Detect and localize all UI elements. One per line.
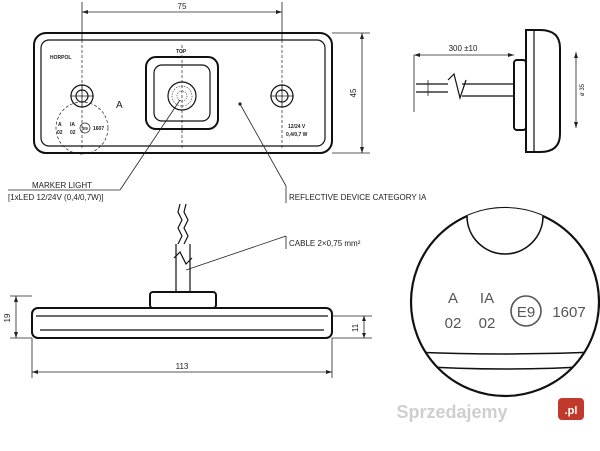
housing-inner <box>40 39 326 147</box>
front-view: 19 11 113 <box>3 203 372 378</box>
mark-a: A <box>58 122 62 128</box>
e-mark-small: E9 <box>82 126 88 131</box>
front-boss <box>149 291 217 309</box>
front-body <box>31 307 333 339</box>
approval-small: 1607 <box>93 126 104 132</box>
voltage-label: 12/24 V <box>288 124 306 130</box>
cable-twist-right <box>183 203 189 245</box>
cable-break-mark <box>447 72 467 101</box>
detail-a-label: A <box>448 290 458 307</box>
detail-02-a: 02 <box>445 315 462 332</box>
watermark-suffix: .pl <box>565 405 578 417</box>
power-label: 0,4/0,7 W <box>286 132 308 138</box>
watermark-badge <box>558 398 584 420</box>
profile-base <box>513 59 527 131</box>
housing-outer <box>33 32 333 154</box>
profile-body <box>525 29 561 153</box>
cable-twist-left <box>177 203 183 245</box>
reflective-label: REFLECTIVE DEVICE CATEGORY IA <box>289 193 427 202</box>
detail-circle-a <box>55 101 109 155</box>
detail-a-view: A IA 02 02 E9 1607 <box>409 206 600 398</box>
watermark-text: Sprzedajemy <box>396 402 507 422</box>
dim-300-label: 300 ±10 <box>449 44 478 53</box>
top-label: TOP <box>176 49 187 55</box>
reflective-leader <box>239 103 287 187</box>
e-mark-circle-small <box>79 122 91 134</box>
cable-label: CABLE 2×0,75 mm² <box>289 239 361 248</box>
marker-title: MARKER LIGHT <box>32 181 92 190</box>
detail-e-mark: E9 <box>517 304 535 321</box>
marker-spec: [1xLED 12/24V (0,4/0,7W)] <box>8 193 104 202</box>
mark-02-a: 02 <box>57 130 63 136</box>
callouts: MARKER LIGHT [1xLED 12/24V (0,4/0,7W)] R… <box>8 99 427 271</box>
dim-11-arrows <box>362 316 366 338</box>
detail-edge-1 <box>411 351 599 355</box>
dim-11-label: 11 <box>351 323 360 332</box>
dim-19-label: 19 <box>3 313 12 322</box>
dim-45-label: 45 <box>349 88 358 97</box>
brand-label: HORPOL <box>50 55 71 61</box>
point-a-label: A <box>116 100 123 111</box>
side-view: 300 ±10 ø 35 <box>413 29 586 153</box>
marker-leader <box>119 99 181 191</box>
dim-75-label: 75 <box>178 2 187 11</box>
detail-approval: 1607 <box>552 304 585 321</box>
mark-02-b: 02 <box>70 130 76 136</box>
cable-break-front <box>173 250 193 266</box>
detail-e-mark-circle <box>510 295 542 327</box>
watermark: Sprzedajemy .pl <box>396 398 584 422</box>
dim-113-label: 113 <box>176 362 189 371</box>
detail-02-b: 02 <box>479 315 496 332</box>
dim-dia-label: ø 35 <box>580 83 586 96</box>
detail-hole-arc <box>466 208 544 255</box>
top-view: 75 45 HORPOL TOP A <box>33 2 370 155</box>
detail-ia-label: IA <box>480 290 494 307</box>
cable-leader <box>185 235 287 271</box>
mark-ia: IA <box>70 122 75 128</box>
